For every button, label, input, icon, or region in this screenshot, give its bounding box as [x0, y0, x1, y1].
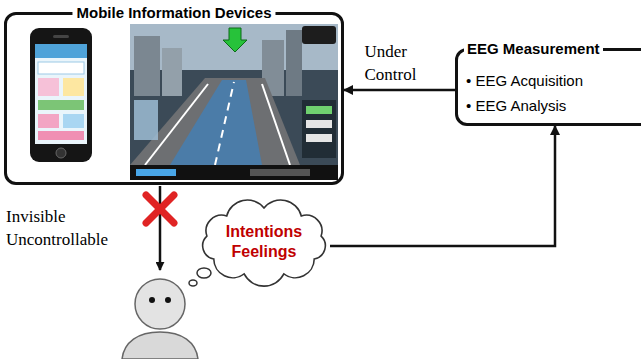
arrow-connector	[344, 89, 455, 92]
thought-bubble	[197, 268, 211, 278]
person-figure	[122, 279, 198, 359]
side-note: Invisible Uncontrollable	[6, 205, 126, 251]
box-title: Mobile Information Devices	[72, 3, 275, 23]
cloud-outline	[198, 200, 330, 284]
measurement-box: EEG Measurement• EEG Acquisition• EEG An…	[455, 48, 641, 126]
thought-cloud: Intentions Feelings	[198, 200, 330, 284]
thought-bubble	[189, 280, 197, 286]
smartphone-image	[30, 28, 92, 162]
box-title: EEG Measurement	[464, 39, 603, 59]
navigation-screenshot	[130, 24, 338, 180]
blocked-arrow	[159, 186, 162, 270]
device-group-box: Mobile Information Devices	[4, 12, 344, 185]
bullet-item: • EEG Analysis	[466, 93, 641, 118]
edge-label: Under Control	[365, 40, 443, 86]
red-cross	[146, 195, 174, 223]
thought-text: Intentions Feelings	[218, 222, 310, 262]
bullet-item: • EEG Acquisition	[466, 68, 641, 93]
arrow-connector	[330, 126, 555, 246]
